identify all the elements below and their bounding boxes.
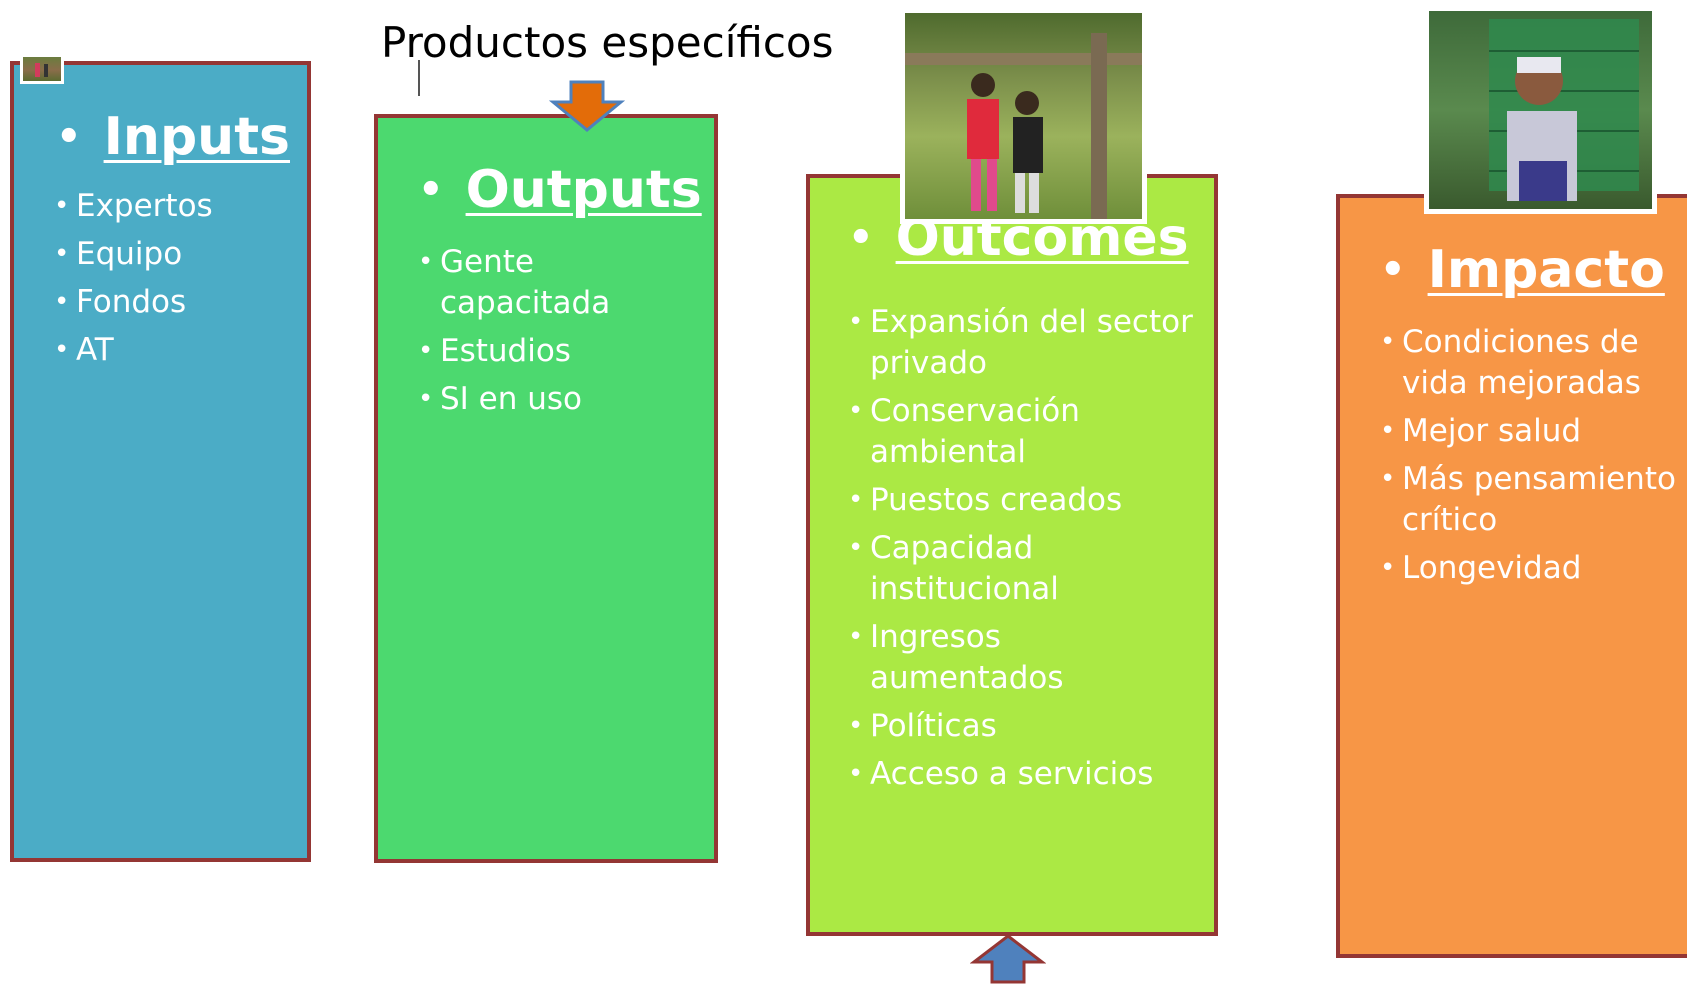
down-arrow-icon [549,80,625,132]
children-figures [905,33,1142,219]
inputs-title: Inputs [103,107,290,167]
list-item: Puestos creados [848,480,1198,521]
list-item: Capacidad institucional [848,528,1198,610]
up-arrow-icon [970,934,1046,984]
outcomes-box: • Outcomes Expansión del sector privado … [806,174,1218,936]
list-item: Expertos [54,186,213,227]
impacto-box: • Impacto Condiciones de vida mejoradas … [1336,194,1687,958]
outputs-box: • Outputs Gente capacitada Estudios SI e… [374,114,718,863]
outputs-heading: • Outputs [418,160,702,220]
outcomes-list: Expansión del sector privado Conservació… [848,302,1198,802]
top-label: Productos específicos [381,18,834,67]
list-item: Expansión del sector privado [848,302,1198,384]
woman-photo [1424,6,1657,214]
outputs-list: Gente capacitada Estudios SI en uso [418,242,698,427]
list-item: Más pensamiento crítico [1380,459,1680,541]
list-item: Mejor salud [1380,411,1680,452]
impacto-list: Condiciones de vida mejoradas Mejor salu… [1380,322,1680,596]
cursor-mark [418,60,420,96]
thumbnail-figures [35,63,48,77]
list-item: Equipo [54,234,213,275]
impacto-heading: • Impacto [1380,240,1665,300]
list-item: Políticas [848,706,1198,747]
list-item: Estudios [418,331,698,372]
list-item: SI en uso [418,379,698,420]
inputs-box: • Inputs Expertos Equipo Fondos AT [10,61,311,862]
list-item: Conservación ambiental [848,391,1198,473]
impacto-title: Impacto [1427,240,1665,300]
outputs-title: Outputs [465,160,702,220]
list-item: AT [54,330,213,371]
list-item: Fondos [54,282,213,323]
list-item: Ingresos aumentados [848,617,1198,699]
inputs-heading: • Inputs [56,107,290,167]
children-photo [900,8,1147,224]
woman-figure [1489,19,1639,201]
list-item: Gente capacitada [418,242,698,324]
list-item: Condiciones de vida mejoradas [1380,322,1680,404]
small-thumbnail-image [20,54,64,84]
list-item: Acceso a servicios [848,754,1198,795]
list-item: Longevidad [1380,548,1680,589]
inputs-list: Expertos Equipo Fondos AT [54,186,213,378]
